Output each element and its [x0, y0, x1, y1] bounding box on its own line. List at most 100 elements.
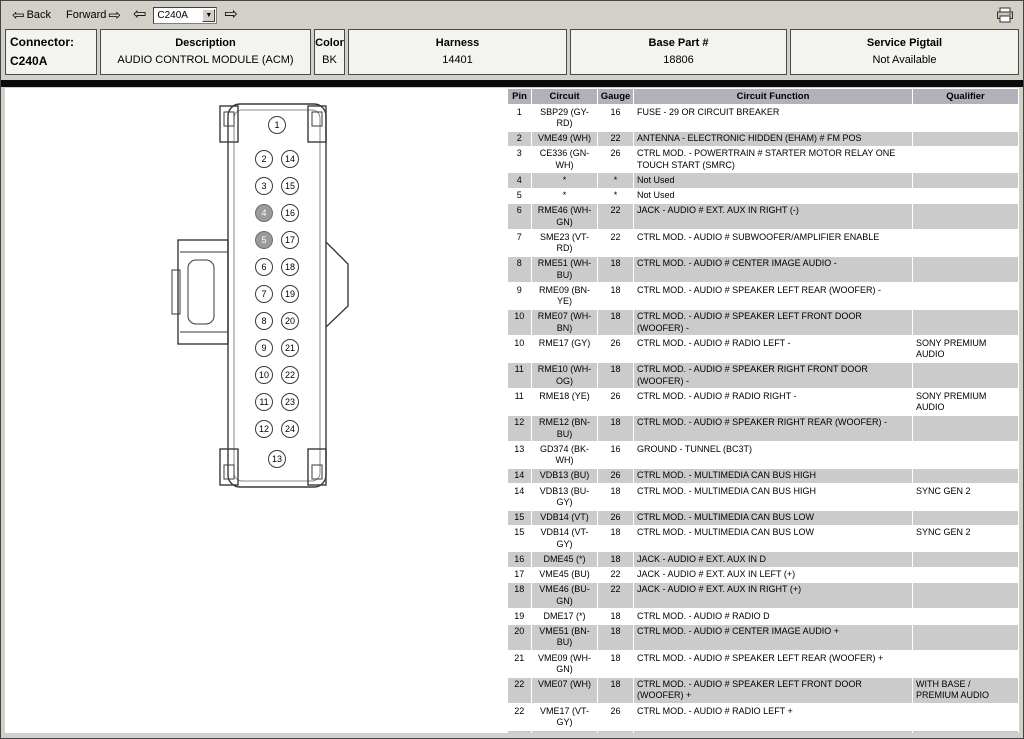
fn-cell: CTRL MOD. - AUDIO # CENTER IMAGE AUDIO +	[633, 624, 913, 651]
qualifier-header: Qualifier	[912, 88, 1019, 105]
connector-select-value: C240A	[157, 9, 188, 21]
base-part-label: Base Part #	[648, 36, 709, 49]
pin-cell: 14	[507, 483, 532, 511]
fn-cell: CTRL MOD. - AUDIO # SPEAKER LEFT REAR (W…	[633, 282, 913, 310]
fn-cell: CTRL MOD. - AUDIO # SPEAKER RIGHT FRONT …	[633, 730, 913, 733]
fn-cell: Not Used	[633, 188, 913, 204]
gauge-cell: 26	[597, 468, 634, 485]
qualifier-cell	[912, 624, 1019, 651]
connector-pin: 22	[281, 366, 299, 384]
table-row: 5**Not Used	[507, 188, 1019, 204]
qualifier-cell: SONY PREMIUM AUDIO	[912, 335, 1019, 363]
gauge-cell: *	[597, 172, 634, 189]
gauge-cell: 22	[597, 567, 634, 583]
connector-pin: 15	[281, 177, 299, 195]
connector-pin: 19	[281, 285, 299, 303]
connector-pin: 7	[255, 285, 273, 303]
connector-pin: 4	[255, 204, 273, 222]
gauge-cell: 18	[597, 650, 634, 678]
fn-cell: GROUND - TUNNEL (BC3T)	[633, 441, 913, 469]
gauge-cell: 18	[597, 730, 634, 733]
fn-cell: JACK - AUDIO # EXT. AUX IN D	[633, 551, 913, 568]
color-value: BK	[322, 54, 337, 66]
fn-cell: CTRL MOD. - MULTIMEDIA CAN BUS HIGH	[633, 483, 913, 511]
fn-cell: Not Used	[633, 172, 913, 189]
connector-pin: 14	[281, 150, 299, 168]
fn-cell: CTRL MOD. - MULTIMEDIA CAN BUS HIGH	[633, 468, 913, 485]
gauge-cell: 22	[597, 229, 634, 257]
pin-cell: 17	[507, 567, 532, 583]
pin-cell: 12	[507, 415, 532, 443]
printer-icon	[997, 7, 1013, 23]
circuit-cell: CE336 (GN-WH)	[531, 146, 598, 174]
print-button[interactable]	[993, 4, 1017, 26]
gauge-cell: 18	[597, 282, 634, 310]
pin-cell: 15	[507, 525, 532, 553]
gauge-cell: 18	[597, 608, 634, 625]
qualifier-cell: SYNC GEN 2	[912, 525, 1019, 553]
harness-cell: Harness 14401	[348, 29, 567, 75]
pin-cell: 8	[507, 256, 532, 284]
circuit-cell: VME07 (WH)	[531, 677, 598, 704]
connector-select[interactable]: C240A ▼	[153, 6, 218, 24]
color-label: Color	[315, 36, 344, 49]
circuit-cell: DME17 (*)	[531, 608, 598, 625]
description-value: AUDIO CONTROL MODULE (ACM)	[117, 54, 294, 66]
fn-cell: CTRL MOD. - AUDIO # SPEAKER RIGHT REAR (…	[633, 415, 913, 443]
fn-cell: CTRL MOD. - AUDIO # SUBWOOFER/AMPLIFIER …	[633, 229, 913, 257]
pin-cell: 19	[507, 608, 532, 625]
fn-cell: JACK - AUDIO # EXT. AUX IN LEFT (+)	[633, 567, 913, 583]
fn-cell: CTRL MOD. - AUDIO # SPEAKER LEFT REAR (W…	[633, 650, 913, 678]
gauge-cell: 26	[597, 510, 634, 526]
forward-button-label: Forward	[66, 9, 107, 21]
qualifier-cell	[912, 362, 1019, 390]
qualifier-cell	[912, 229, 1019, 257]
pin-cell: 5	[507, 188, 532, 204]
pin-cell: 16	[507, 551, 532, 568]
pin-cell: 11	[507, 362, 532, 390]
gauge-cell: 18	[597, 551, 634, 568]
qualifier-cell: SYNC GEN 2	[912, 483, 1019, 511]
prev-connector-button[interactable]: ⇦	[132, 6, 147, 23]
circuit-header: Circuit	[531, 88, 598, 105]
gauge-cell: 18	[597, 483, 634, 511]
pin-cell: 10	[507, 335, 532, 363]
back-button-label: Back	[26, 9, 52, 21]
next-connector-button[interactable]: ⇨	[224, 6, 238, 23]
circuit-cell: RME12 (BN-BU)	[531, 415, 598, 443]
gauge-cell: 18	[597, 256, 634, 284]
gauge-cell: 26	[597, 388, 634, 416]
connector-pin: 11	[255, 393, 273, 411]
connector-pin: 16	[281, 204, 299, 222]
forward-button[interactable]: Forward ⇨	[61, 6, 126, 24]
connector-header: Connector: C240A Description AUDIO CONTR…	[5, 29, 1019, 75]
fn-cell: JACK - AUDIO # EXT. AUX IN RIGHT (-)	[633, 203, 913, 231]
pin-cell: 20	[507, 624, 532, 651]
base-part-cell: Base Part # 18806	[570, 29, 787, 75]
connector-pin: 21	[281, 339, 299, 357]
circuit-cell: VME10 (WH-VT)	[531, 730, 598, 733]
connector-pin: 23	[281, 393, 299, 411]
fn-cell: CTRL MOD. - AUDIO # CENTER IMAGE AUDIO -	[633, 256, 913, 284]
base-part-value: 18806	[663, 54, 694, 66]
back-button[interactable]: ⇦ Back	[7, 6, 57, 24]
gauge-cell: 16	[597, 441, 634, 469]
qualifier-cell	[912, 551, 1019, 568]
circuit-cell: *	[531, 188, 598, 204]
pin-cell: 1	[507, 104, 532, 132]
connector-pin: 13	[268, 450, 286, 468]
